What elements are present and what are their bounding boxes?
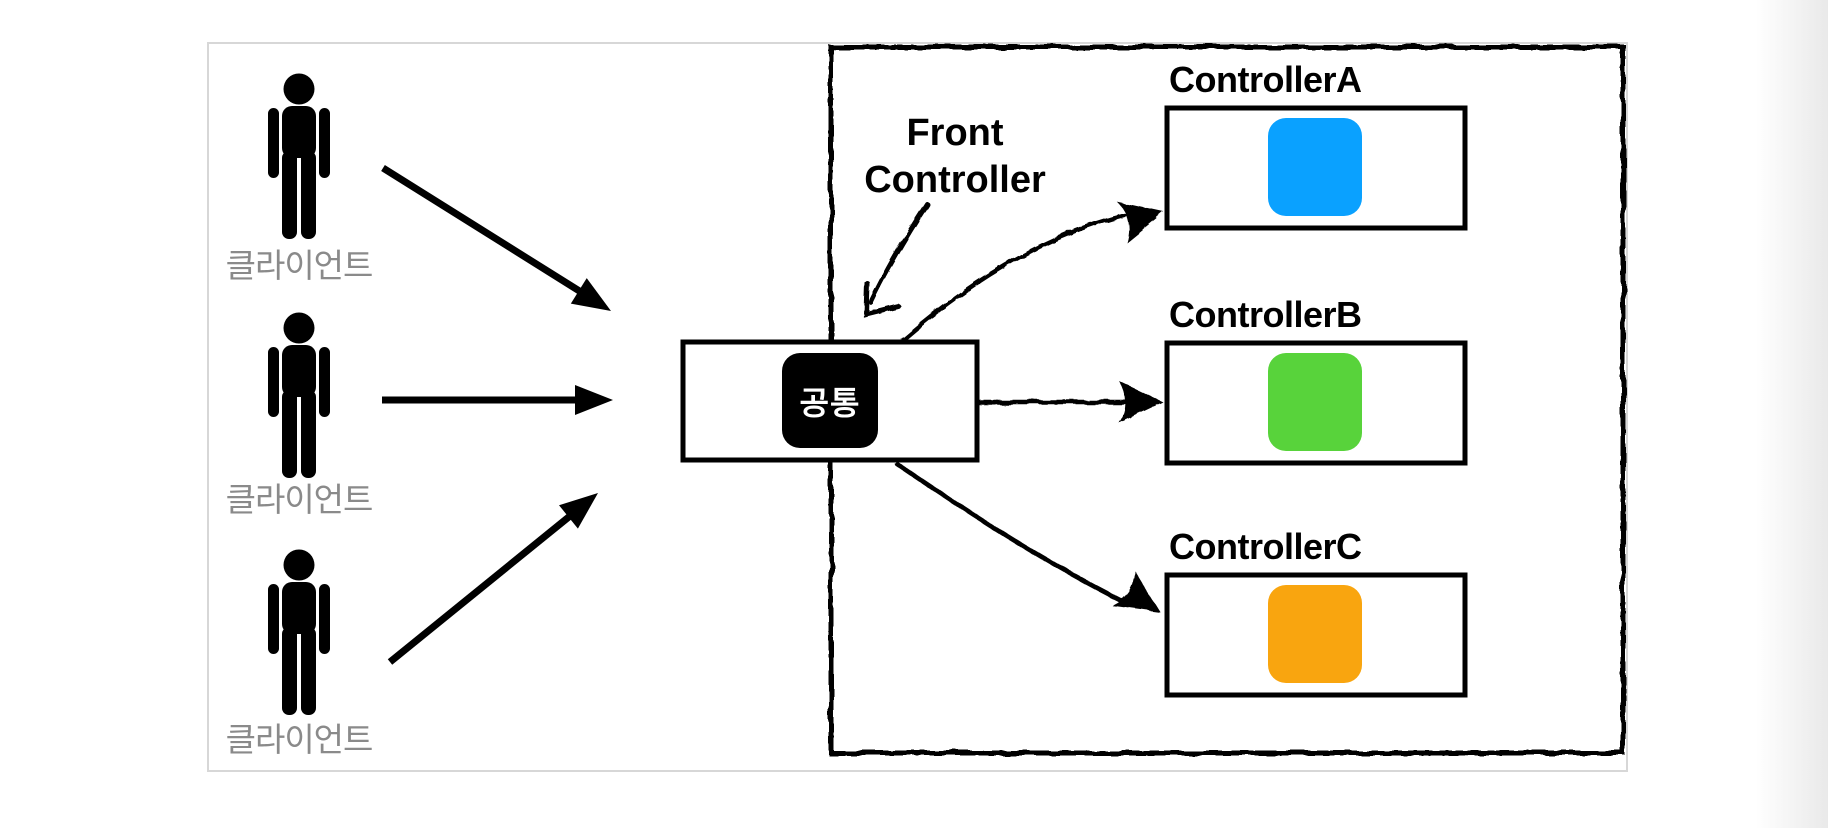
arrow-to-controller-a xyxy=(900,212,1127,342)
client-2-person-icon xyxy=(268,312,330,478)
client-1-arrow xyxy=(381,165,583,295)
client-1-label: 클라이언트 xyxy=(225,247,374,284)
controller-b-handler-square xyxy=(1268,353,1362,451)
client-1-arrowhead-icon xyxy=(570,278,611,311)
controller-a-handler-square xyxy=(1268,118,1362,216)
front-controller-annotation: Front Controller xyxy=(864,112,1046,201)
client-3-label: 클라이언트 xyxy=(225,721,374,758)
controller-b-label: ControllerB xyxy=(1169,294,1362,335)
client-3-arrow xyxy=(387,513,573,665)
arrowhead-controller-a-icon xyxy=(1116,201,1164,243)
annotation-arrowhead-icon xyxy=(863,280,901,318)
annotation-arrow xyxy=(868,201,930,305)
client-arrows xyxy=(381,165,613,665)
client-2-arrowhead-icon xyxy=(575,385,613,415)
common-logic-label: 공통 xyxy=(799,384,861,421)
controller-c-handler-square xyxy=(1268,585,1362,683)
controller-a-label: ControllerA xyxy=(1169,59,1362,100)
arrowhead-controller-c-icon xyxy=(1111,570,1160,612)
client-3-arrowhead-icon xyxy=(559,493,598,529)
arrow-to-controller-c xyxy=(894,461,1125,604)
client-2-label: 클라이언트 xyxy=(225,481,374,518)
arrowhead-controller-b-icon xyxy=(1119,381,1163,423)
common-logic-square xyxy=(782,353,878,448)
controller-c-label: ControllerC xyxy=(1169,526,1362,567)
client-3-person-icon xyxy=(268,549,330,715)
client-1-person-icon xyxy=(268,73,330,239)
